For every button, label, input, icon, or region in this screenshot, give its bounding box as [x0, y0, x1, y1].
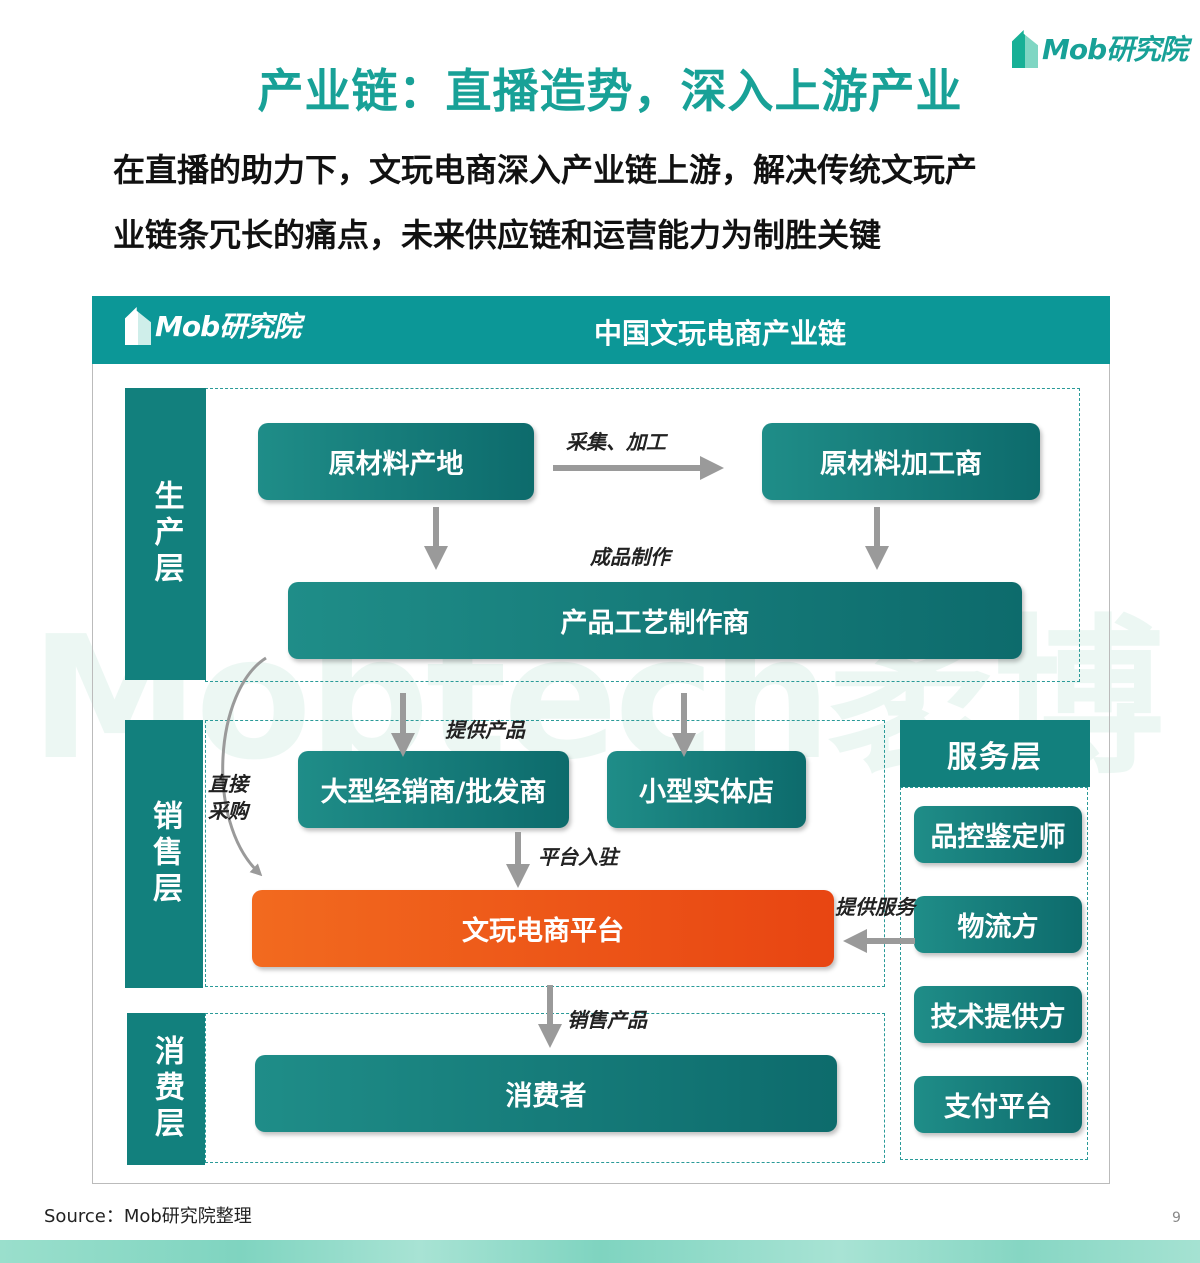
node-raw-processor: 原材料加工商	[762, 423, 1040, 500]
consumption-area	[205, 1013, 885, 1163]
node-consumer: 消费者	[255, 1055, 837, 1132]
service-item: 品控鉴定师	[914, 806, 1082, 863]
logo-text: Mob研究院	[1042, 33, 1188, 66]
subtitle-line-2: 业链条冗长的痛点，未来供应链和运营能力为制胜关键	[113, 216, 882, 254]
header-logo: Mob研究院	[125, 305, 301, 345]
node-wholesaler: 大型经销商/批发商	[298, 751, 569, 828]
node-raw-origin: 原材料产地	[258, 423, 534, 500]
arrow-direct-purchase	[221, 656, 267, 877]
edge-label: 采集、加工	[566, 430, 666, 454]
edge-label: 提供产品	[445, 718, 525, 742]
subtitle-line-1: 在直播的助力下，文玩电商深入产业链上游，解决传统文玩产	[113, 151, 978, 189]
node-platform: 文玩电商平台	[252, 890, 834, 967]
edge-label: 平台入驻	[538, 845, 618, 869]
service-layer-label: 服务层	[900, 720, 1090, 787]
brand-logo: Mob研究院	[1012, 28, 1188, 68]
sales-layer-label: 销售层	[125, 720, 203, 988]
diagram-title: 中国文玩电商产业链	[593, 317, 846, 350]
service-item: 物流方	[914, 896, 1082, 953]
page-title: 产业链：直播造势，深入上游产业	[257, 64, 963, 118]
footer-stripe	[0, 1240, 1200, 1263]
sales-area	[205, 720, 885, 987]
diagram-header	[92, 296, 1110, 364]
logo-text: Mob研究院	[155, 310, 301, 343]
node-small-store: 小型实体店	[607, 751, 806, 828]
page-number: 9	[1172, 1210, 1181, 1226]
production-layer-label: 生产层	[125, 388, 206, 680]
consumption-layer-label: 消费层	[127, 1013, 205, 1165]
service-item: 技术提供方	[914, 986, 1082, 1043]
edge-label: 采购	[208, 799, 248, 823]
edge-label: 提供服务	[835, 895, 915, 919]
source-note: Source：Mob研究院整理	[44, 1206, 252, 1227]
edge-label: 直接	[208, 772, 248, 796]
service-item: 支付平台	[914, 1076, 1082, 1133]
service-area	[900, 787, 1088, 1160]
edge-label: 销售产品	[567, 1008, 647, 1032]
node-craft-maker: 产品工艺制作商	[288, 582, 1022, 659]
edge-label: 成品制作	[590, 545, 670, 569]
